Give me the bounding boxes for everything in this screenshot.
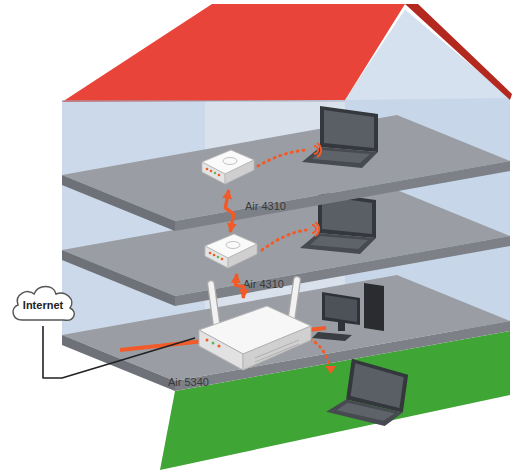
laptop bbox=[325, 356, 409, 428]
roof-edge bbox=[405, 4, 512, 100]
ap-part bbox=[228, 244, 257, 268]
ap-part bbox=[226, 242, 240, 249]
wifi-icon bbox=[314, 143, 321, 157]
access-point-outline bbox=[200, 148, 256, 190]
access-point: Air 4310 bbox=[203, 232, 259, 274]
ap-part bbox=[218, 174, 221, 177]
ap-part bbox=[205, 246, 228, 268]
floor-edge bbox=[62, 250, 175, 306]
router-part bbox=[243, 326, 311, 370]
device-label: Air 5340 bbox=[168, 376, 209, 388]
ap-part bbox=[209, 252, 212, 255]
ap-part bbox=[213, 254, 216, 257]
ap-part bbox=[210, 170, 213, 173]
router-part bbox=[199, 330, 243, 370]
ap-part bbox=[202, 162, 225, 184]
ap-part bbox=[225, 160, 254, 184]
device-label: Air 4310 bbox=[245, 200, 286, 212]
router-part bbox=[218, 345, 221, 348]
pc-tower bbox=[364, 283, 384, 331]
wireless-link bbox=[262, 230, 306, 250]
device-label: Air 4310 bbox=[243, 278, 284, 290]
wireless-link bbox=[258, 150, 308, 166]
wireless-router: Air 5340 bbox=[195, 298, 313, 378]
eave-line bbox=[62, 101, 345, 102]
internet-cloud: Internet bbox=[8, 282, 78, 326]
monitor-stand bbox=[338, 322, 345, 331]
wireless-arrowhead bbox=[325, 366, 336, 374]
network-cable bbox=[43, 326, 195, 378]
pc-keyboard bbox=[312, 332, 352, 341]
roof bbox=[62, 4, 405, 102]
ap-part bbox=[221, 258, 224, 261]
wireless-router-outline bbox=[195, 298, 313, 378]
access-point: Air 4310 bbox=[200, 148, 256, 190]
ap-part bbox=[217, 256, 220, 259]
router-part bbox=[212, 342, 215, 345]
floor-edge bbox=[62, 175, 175, 231]
ap-part bbox=[223, 158, 237, 165]
router-part bbox=[255, 340, 299, 362]
wireless-bridge-arrow bbox=[225, 190, 233, 232]
access-point-outline bbox=[203, 232, 259, 274]
wireless-bridge-arrow bbox=[236, 274, 245, 298]
ap-part bbox=[214, 172, 217, 175]
wifi-icon bbox=[312, 222, 319, 236]
router-part bbox=[206, 339, 209, 342]
laptop bbox=[302, 106, 378, 168]
ap-part bbox=[206, 168, 209, 171]
floor-edge bbox=[62, 335, 175, 391]
pc-monitor bbox=[322, 292, 360, 325]
cloud-label: Internet bbox=[8, 299, 78, 311]
pc-screen bbox=[325, 295, 357, 322]
